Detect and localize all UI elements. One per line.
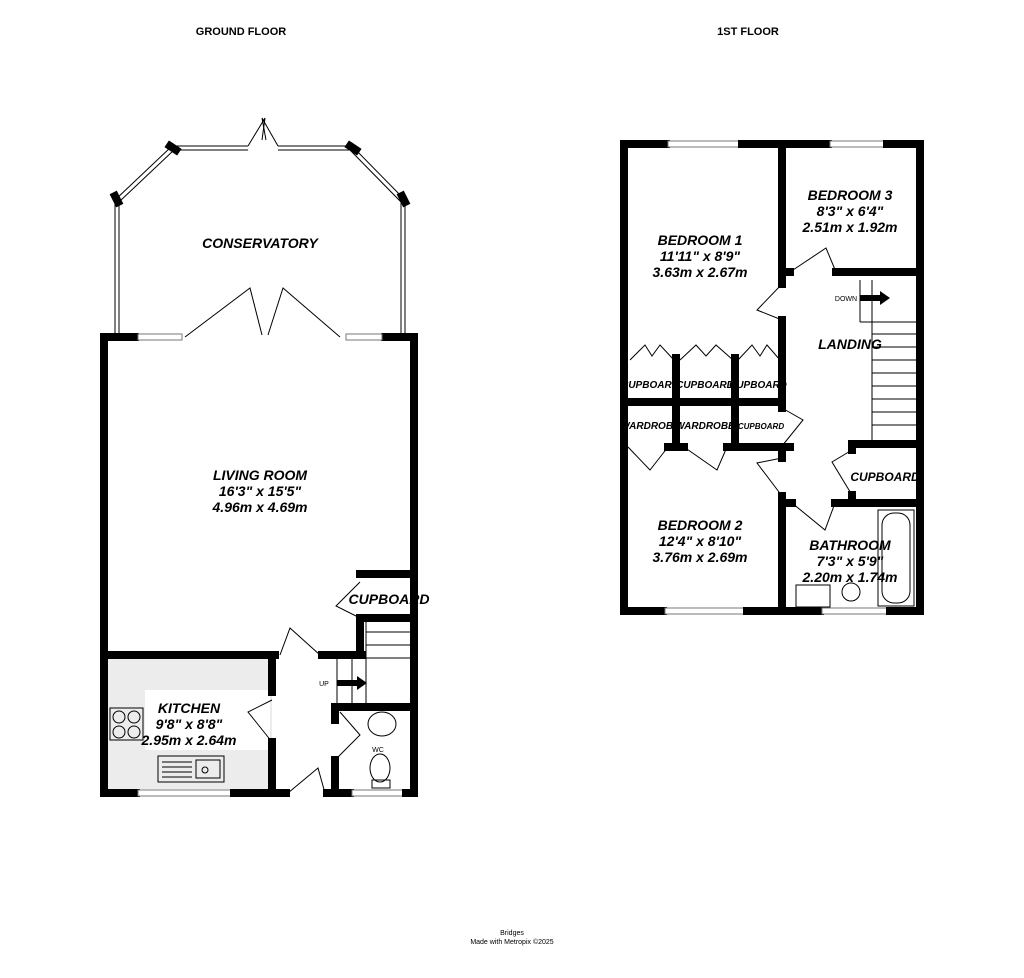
living-room-label: LIVING ROOM bbox=[213, 467, 307, 483]
first-floor: DOWN BEDROOM 1 11'11" x 8'9" 3.63m x 2.6… bbox=[620, 140, 924, 615]
bedroom3-imperial: 8'3" x 6'4" bbox=[817, 203, 884, 219]
credit-text: Made with Metropix ©2025 bbox=[470, 938, 553, 946]
living-room-metric: 4.96m x 4.69m bbox=[212, 499, 308, 515]
first-doors bbox=[627, 247, 853, 531]
cupboard-3-label: CUPBOARD bbox=[729, 380, 787, 391]
first-stairs: DOWN bbox=[835, 280, 916, 440]
ground-walls bbox=[100, 333, 418, 797]
basin-icon bbox=[367, 711, 397, 737]
first-walls bbox=[620, 140, 924, 615]
bedroom1-label: BEDROOM 1 bbox=[658, 232, 743, 248]
conservatory-label: CONSERVATORY bbox=[202, 235, 319, 251]
arrow-up-icon bbox=[337, 676, 367, 690]
sink-icon bbox=[157, 755, 225, 783]
ground-floor: UP WC CONSERVATORY LIVING ROOM 16'3" x 1… bbox=[100, 117, 430, 797]
conservatory-walls bbox=[109, 117, 411, 338]
ground-doors bbox=[247, 581, 361, 794]
cupboard-2-label: CUPBOARD bbox=[676, 380, 734, 391]
bathroom-label: BATHROOM bbox=[809, 537, 891, 553]
cupboard-label: CUPBOARD bbox=[349, 591, 430, 607]
ground-floor-title: GROUND FLOOR bbox=[196, 26, 286, 38]
bathroom-fixtures bbox=[795, 509, 915, 608]
wc-label: WC bbox=[372, 747, 384, 754]
bedroom1-imperial: 11'11" x 8'9" bbox=[660, 248, 741, 264]
toilet-icon bbox=[841, 582, 861, 602]
kitchen-fixtures bbox=[109, 707, 225, 783]
toilet-icon bbox=[369, 753, 391, 783]
bathroom-metric: 2.20m x 1.74m bbox=[802, 569, 898, 585]
bedroom3-label: BEDROOM 3 bbox=[808, 187, 893, 203]
basin-icon bbox=[795, 584, 831, 608]
bedroom2-label: BEDROOM 2 bbox=[658, 517, 743, 533]
stairs-down-label: DOWN bbox=[835, 296, 857, 303]
bedroom2-imperial: 12'4" x 8'10" bbox=[659, 533, 742, 549]
bedroom1-metric: 3.63m x 2.67m bbox=[653, 264, 748, 280]
kitchen-imperial: 9'8" x 8'8" bbox=[156, 716, 223, 732]
cupboard-right-label: CUPBOARD bbox=[850, 470, 920, 484]
ground-stairs: UP bbox=[319, 622, 412, 705]
arrow-down-icon bbox=[860, 291, 890, 305]
cupboard-1-label: CUPBOARD bbox=[621, 380, 679, 391]
cupboard-small-label: CUPBOARD bbox=[738, 422, 784, 431]
first-floor-title: 1ST FLOOR bbox=[717, 26, 779, 38]
wardrobe-2-label: WARDROBE bbox=[675, 421, 735, 432]
bedroom3-metric: 2.51m x 1.92m bbox=[802, 219, 898, 235]
agent-name: Bridges bbox=[500, 930, 524, 937]
wardrobe-1-label: WARDROBE bbox=[620, 421, 680, 432]
bathroom-imperial: 7'3" x 5'9" bbox=[817, 553, 884, 569]
kitchen-label: KITCHEN bbox=[158, 700, 221, 716]
hob-icon bbox=[109, 707, 144, 741]
living-room-imperial: 16'3" x 15'5" bbox=[219, 483, 302, 499]
wc-fixtures: WC bbox=[367, 711, 397, 789]
landing-label: LANDING bbox=[818, 336, 882, 352]
bath-icon bbox=[877, 509, 915, 607]
bedroom2-metric: 3.76m x 2.69m bbox=[653, 549, 748, 565]
stairs-up-label: UP bbox=[319, 681, 329, 688]
kitchen-metric: 2.95m x 2.64m bbox=[141, 732, 237, 748]
